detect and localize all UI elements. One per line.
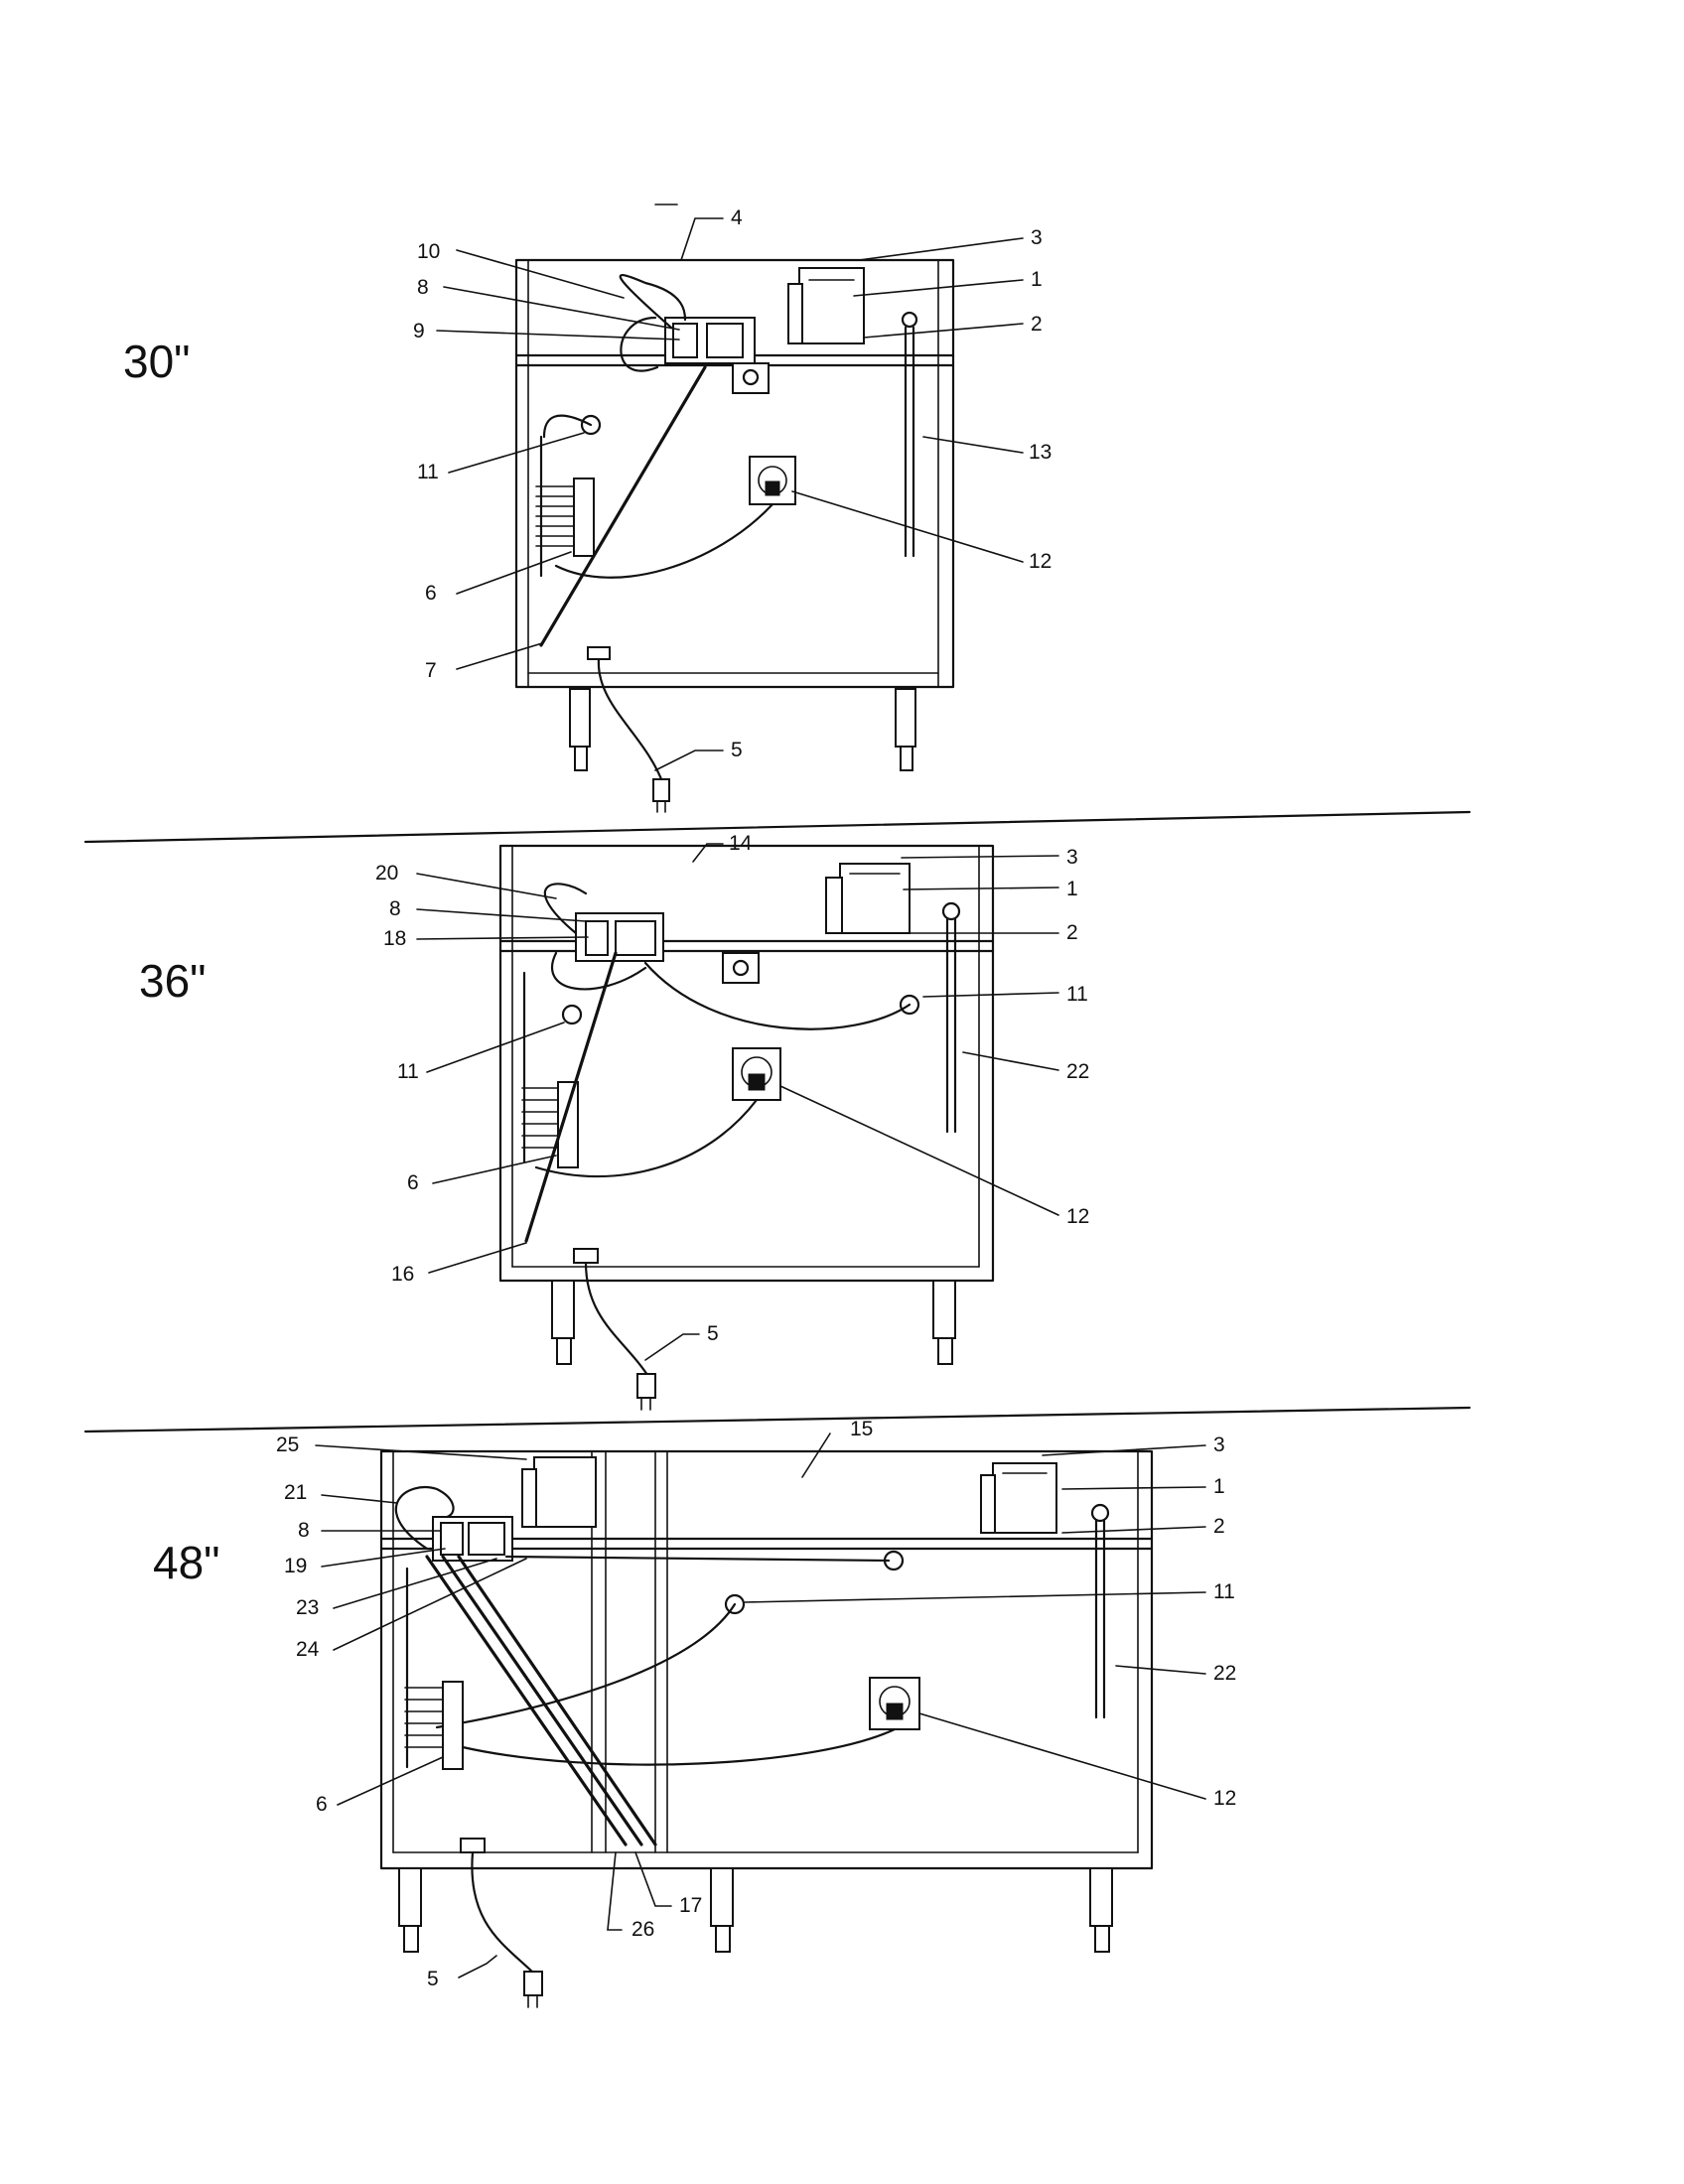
callout-12: 12 — [1066, 1205, 1089, 1228]
callout-25: 25 — [276, 1433, 299, 1456]
callout-20: 20 — [375, 862, 398, 885]
callout-1: 1 — [1066, 878, 1078, 900]
contactor-30 — [619, 274, 756, 372]
callout-2: 2 — [1031, 313, 1043, 336]
callout-15: 15 — [850, 1418, 873, 1440]
diagram-36-inch: 36" — [139, 832, 1089, 1411]
callout-6: 6 — [407, 1171, 419, 1194]
callout-4: 4 — [731, 206, 743, 229]
drain-rods-48 — [425, 1555, 657, 1846]
size-label-36: 36" — [139, 955, 207, 1007]
callout-3: 3 — [1066, 846, 1078, 869]
terminal-block-30 — [535, 435, 774, 579]
callout-13: 13 — [1029, 441, 1052, 464]
pilot-light-36a — [561, 1004, 583, 1025]
callout-11: 11 — [1213, 1580, 1235, 1603]
callout-18: 18 — [383, 927, 406, 950]
power-cord-30 — [587, 646, 670, 813]
callout-21: 21 — [284, 1481, 307, 1504]
callout-10: 10 — [417, 240, 440, 263]
drain-rod-30 — [539, 365, 707, 647]
callout-12: 12 — [1213, 1787, 1236, 1810]
callout-19: 19 — [284, 1555, 307, 1577]
junction-box-36 — [722, 952, 760, 984]
thermostat-36 — [732, 1047, 781, 1101]
callout-9: 9 — [413, 320, 425, 342]
callout-22: 22 — [1066, 1060, 1089, 1083]
cabinet-30 — [514, 204, 955, 771]
callout-8: 8 — [389, 897, 401, 920]
section-divider — [83, 1406, 1472, 1433]
size-label-30: 30" — [123, 336, 191, 387]
transformer-48a — [521, 1456, 597, 1528]
section-divider — [83, 810, 1472, 844]
size-label-48: 48" — [153, 1537, 220, 1588]
callout-11b: 11 — [397, 1060, 419, 1083]
thermostat-30 — [749, 456, 796, 505]
pilot-light-36b — [899, 994, 920, 1016]
power-cord-36 — [573, 1248, 656, 1411]
callout-6: 6 — [316, 1793, 328, 1816]
callout-2: 2 — [1066, 921, 1078, 944]
callout-11: 11 — [417, 461, 439, 483]
callout-23: 23 — [296, 1596, 319, 1619]
callout-22: 22 — [1213, 1662, 1236, 1685]
callout-26: 26 — [632, 1918, 654, 1941]
transformer-30 — [787, 267, 865, 344]
callout-8: 8 — [417, 276, 429, 299]
thermostat-48 — [869, 1677, 920, 1730]
terminal-block-36 — [521, 971, 759, 1178]
callout-5: 5 — [731, 739, 743, 761]
callout-5: 5 — [707, 1322, 719, 1345]
diagram-48-inch: 48" — [153, 1418, 1236, 2008]
callout-1: 1 — [1213, 1475, 1225, 1498]
pilot-light-30 — [580, 414, 602, 436]
contactor-36 — [543, 883, 664, 991]
callout-6: 6 — [425, 582, 437, 605]
callout-3: 3 — [1213, 1433, 1225, 1456]
pilot-light-48b — [724, 1593, 746, 1615]
callout-14: 14 — [729, 832, 753, 855]
transformer-36 — [825, 863, 911, 934]
callout-24: 24 — [296, 1638, 320, 1661]
callout-7: 7 — [425, 659, 437, 682]
callout-11a: 11 — [1066, 983, 1088, 1006]
contactor-48 — [394, 1486, 513, 1562]
callout-16: 16 — [391, 1263, 414, 1286]
junction-box-30 — [732, 362, 770, 394]
callout-8: 8 — [298, 1519, 310, 1542]
callout-5: 5 — [427, 1968, 439, 1990]
callout-12: 12 — [1029, 550, 1052, 573]
callout-17: 17 — [679, 1894, 702, 1917]
diagram-30-inch: 30" — [123, 204, 1052, 813]
power-cord-48 — [460, 1838, 543, 2008]
heating-element-48 — [1090, 1503, 1110, 1719]
callout-1: 1 — [1031, 268, 1043, 291]
callout-2: 2 — [1213, 1515, 1225, 1538]
terminal-block-48 — [404, 1567, 897, 1770]
callout-3: 3 — [1031, 226, 1043, 249]
heating-element-36 — [941, 901, 961, 1134]
drain-rod-36 — [524, 951, 618, 1243]
heating-element-30 — [901, 311, 918, 558]
transformer-48b — [980, 1462, 1057, 1534]
